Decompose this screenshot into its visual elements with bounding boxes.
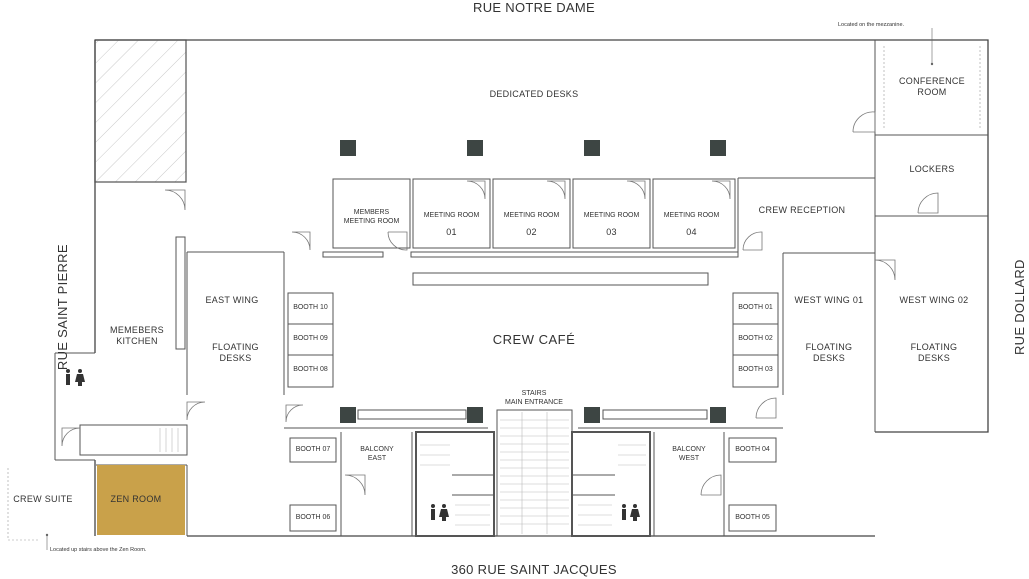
zen-note: Located up stairs above the Zen Room. [50, 547, 147, 553]
hatched-void [94, 39, 187, 183]
east-wing-label: EAST WING [205, 295, 259, 305]
west-wing-01-label: WEST WING 01 [794, 295, 864, 305]
booth-04-label: BOOTH 04 [735, 446, 770, 453]
booth-02-label: BOOTH 02 [738, 335, 773, 342]
west-wing-02-label: WEST WING 02 [899, 295, 969, 305]
booth-06-label: BOOTH 06 [295, 514, 331, 521]
booth-09-label: BOOTH 09 [293, 335, 328, 342]
booth-10-label: BOOTH 10 [293, 304, 328, 311]
booth-01-label: BOOTH 01 [738, 304, 773, 311]
mezzanine-note: Located on the mezzanine. [838, 22, 905, 28]
dedicated-desks-label: DEDICATED DESKS [489, 89, 579, 99]
restroom-icon [66, 369, 640, 521]
booth-08-label: BOOTH 08 [293, 366, 328, 373]
booth-03-label: BOOTH 03 [738, 366, 773, 373]
booth-05-label: BOOTH 05 [735, 514, 770, 521]
zen-room-label: ZEN ROOM [110, 494, 162, 504]
street-south: 360 RUE SAINT JACQUES [451, 562, 617, 577]
door-swing [164, 189, 186, 211]
crew-reception-label: CREW RECEPTION [758, 205, 846, 215]
zen-room-fill [97, 465, 185, 535]
columns [340, 140, 726, 423]
lockers-label: LOCKERS [909, 164, 955, 174]
crew-suite-label: CREW SUITE [13, 494, 73, 504]
street-west: RUE SAINT PIERRE [54, 244, 70, 371]
booth-07-label: BOOTH 07 [295, 446, 331, 453]
street-east: RUE DOLLARD [1011, 259, 1027, 356]
street-north: RUE NOTRE DAME [473, 0, 595, 15]
crew-cafe-label: CREW CAFÉ [492, 332, 576, 347]
